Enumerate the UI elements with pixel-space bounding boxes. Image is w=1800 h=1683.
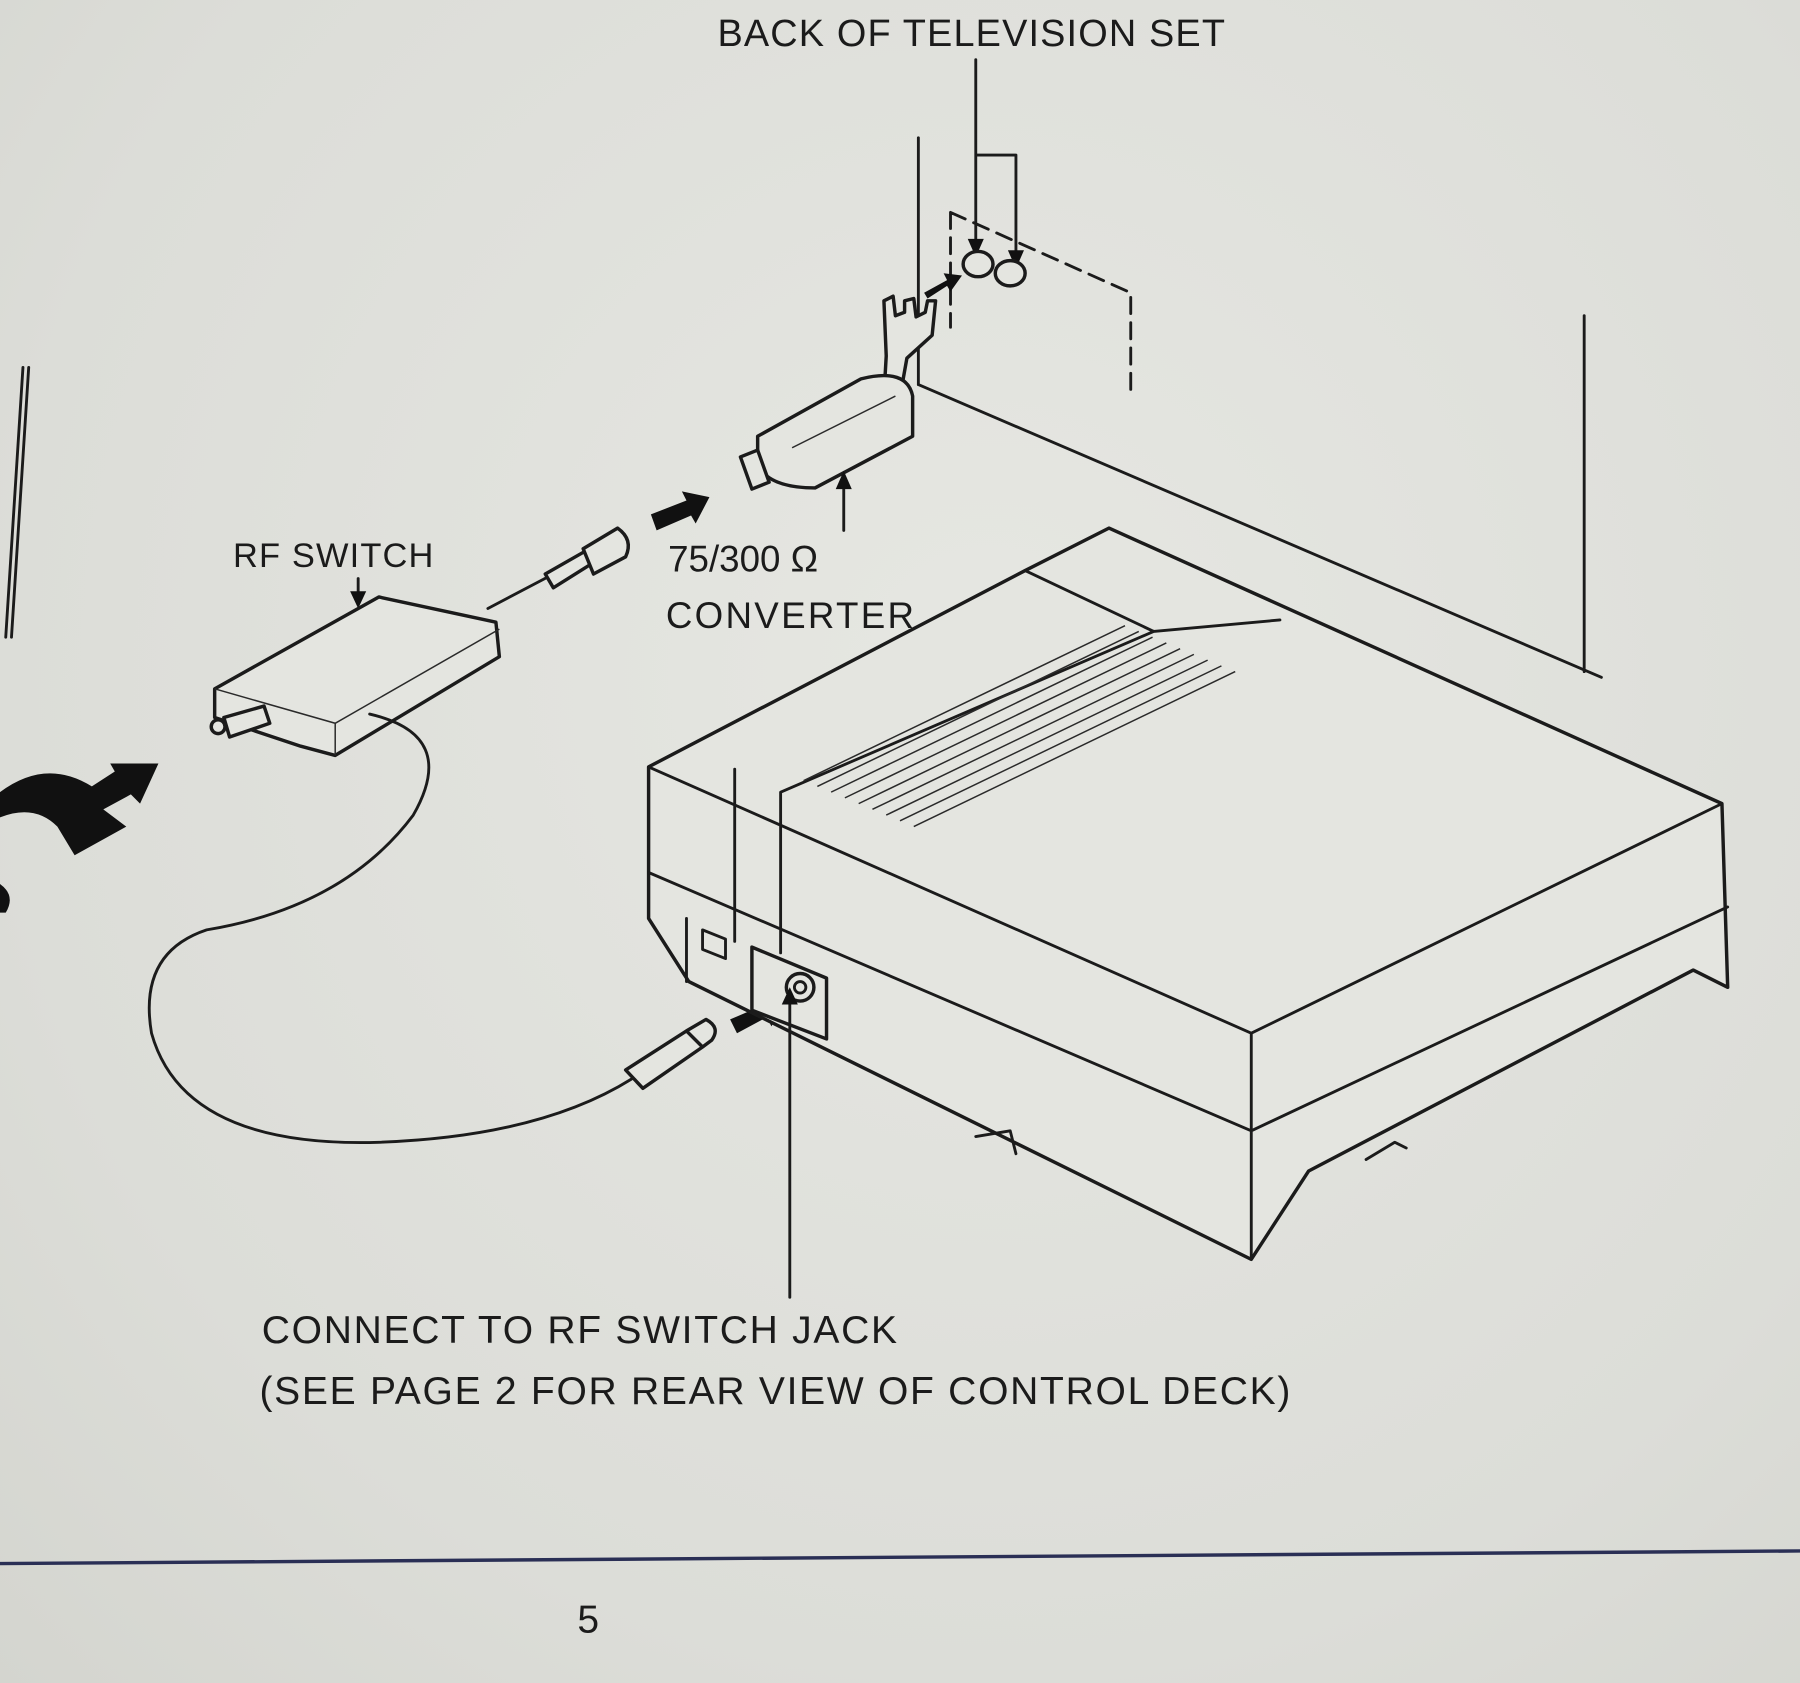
left-partial-figure xyxy=(0,365,159,913)
rf-cable xyxy=(147,712,633,1144)
footer-rule xyxy=(0,1549,1800,1566)
rf-switch-box xyxy=(209,526,630,758)
insert-arrow-icon xyxy=(650,491,710,531)
rf-jack xyxy=(784,971,816,1003)
tv-terminal-leaders xyxy=(967,58,1024,269)
label-converter-value: 75/300 Ω xyxy=(668,539,818,580)
cartridge-slot-ridges xyxy=(803,625,1236,828)
label-on-partial: ON xyxy=(832,0,891,2)
rf-switch-leader xyxy=(350,577,367,609)
label-tv-back: BACK OF TELEVISION SET xyxy=(717,13,1226,55)
label-connect-line1: CONNECT TO RF SWITCH JACK xyxy=(262,1309,899,1352)
label-converter: CONVERTER xyxy=(666,595,917,636)
converter-75-300 xyxy=(738,273,962,532)
label-rf-switch: RF SWITCH xyxy=(233,537,435,575)
label-connect-line2: (SEE PAGE 2 FOR REAR VIEW OF CONTROL DEC… xyxy=(259,1370,1292,1413)
antenna-terminal-screw xyxy=(993,258,1027,288)
control-deck xyxy=(646,526,1730,1262)
page-number: 5 xyxy=(577,1598,599,1641)
antenna-terminal-screw xyxy=(961,249,995,279)
rf-plug xyxy=(623,1017,717,1091)
